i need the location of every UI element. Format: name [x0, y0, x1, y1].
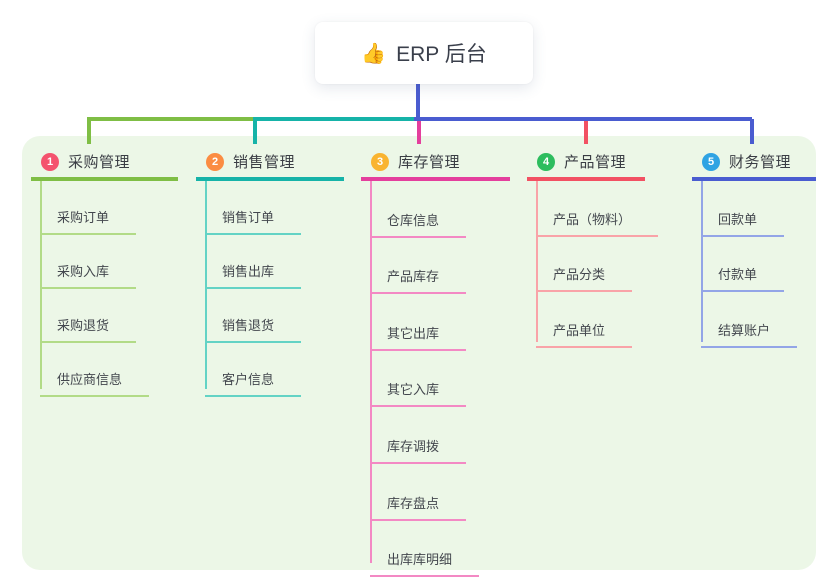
child-node[interactable]: 产品库存: [370, 238, 467, 295]
child-node-label: 供应商信息: [57, 372, 123, 387]
child-node[interactable]: 采购订单: [40, 181, 137, 235]
branches-panel-background: [22, 136, 816, 570]
child-node-label: 结算账户: [718, 322, 771, 338]
root-node-title: ERP 后台: [396, 43, 487, 66]
branch-number-badge: 4: [537, 152, 555, 171]
child-node[interactable]: 其它入库: [370, 351, 467, 408]
child-node[interactable]: 客户信息: [205, 343, 302, 397]
child-node[interactable]: 产品单位: [536, 292, 633, 348]
child-node-label: 出库库明细: [387, 552, 453, 568]
child-node[interactable]: 出库库明细: [370, 521, 480, 578]
child-node-label: 采购订单: [57, 210, 110, 225]
branch-label: 库存管理: [398, 154, 461, 171]
child-node-label: 产品分类: [553, 267, 606, 282]
child-node-label: 其它出库: [387, 325, 440, 341]
child-node-label: 仓库信息: [387, 212, 440, 228]
branch-label: 财务管理: [729, 154, 792, 171]
branch-label: 销售管理: [233, 154, 296, 171]
child-node-label: 产品单位: [553, 322, 606, 338]
child-node-label: 产品库存: [387, 269, 440, 285]
child-node[interactable]: 采购入库: [40, 235, 137, 289]
child-node-label: 销售出库: [222, 264, 275, 279]
branch-children: 采购订单采购入库采购退货供应商信息: [31, 181, 178, 397]
branch-children: 销售订单销售出库销售退货客户信息: [196, 181, 344, 397]
child-node[interactable]: 供应商信息: [40, 343, 150, 397]
bus-segment: [414, 117, 752, 121]
branch-drop-line: [584, 119, 588, 144]
child-node[interactable]: 付款单: [701, 237, 785, 292]
child-node[interactable]: 销售退货: [205, 289, 302, 343]
child-node-label: 库存盘点: [387, 495, 440, 511]
child-node-label: 库存调拨: [387, 438, 440, 454]
child-node[interactable]: 库存调拨: [370, 407, 467, 464]
branch-header-node[interactable]: 4 产品管理: [527, 146, 645, 181]
branch-children: 回款单付款单结算账户: [692, 181, 816, 348]
child-node[interactable]: 产品（物料）: [536, 181, 659, 237]
branch-column: 4 产品管理产品（物料） 产品分类产品单位: [527, 146, 659, 348]
branch-drop-line: [750, 119, 754, 144]
thumbs-up-icon: 👍: [361, 42, 387, 65]
children-connector-line: [536, 181, 538, 342]
branch-column: 1 采购管理采购订单采购入库采购退货供应商信息: [31, 146, 178, 397]
branch-header-node[interactable]: 3 库存管理: [361, 146, 510, 181]
branch-number-badge: 1: [41, 152, 59, 171]
children-connector-line: [701, 181, 703, 342]
child-node[interactable]: 库存盘点: [370, 464, 467, 521]
child-node[interactable]: 销售出库: [205, 235, 302, 289]
branch-label: 产品管理: [564, 154, 627, 171]
child-node-label: 客户信息: [222, 372, 275, 387]
child-node-label: 销售退货: [222, 318, 275, 333]
branch-header-node[interactable]: 1 采购管理: [31, 146, 178, 181]
branch-drop-line: [417, 119, 421, 144]
child-node[interactable]: 其它出库: [370, 294, 467, 351]
child-node[interactable]: 仓库信息: [370, 181, 467, 238]
child-node-label: 回款单: [718, 211, 758, 227]
root-connector-line: [416, 84, 420, 121]
children-connector-line: [370, 181, 372, 564]
child-node-label: 采购退货: [57, 318, 110, 333]
child-node-label: 销售订单: [222, 210, 275, 225]
child-node[interactable]: 采购退货: [40, 289, 137, 343]
child-node[interactable]: 产品分类: [536, 237, 633, 292]
child-node-label: 其它入库: [387, 382, 440, 398]
child-node[interactable]: 销售订单: [205, 181, 302, 235]
branch-number-badge: 5: [702, 152, 720, 171]
child-node-label: 产品（物料）: [553, 211, 632, 227]
child-node[interactable]: 结算账户: [701, 292, 798, 348]
mindmap-root-node[interactable]: 👍 ERP 后台: [315, 22, 533, 84]
child-node-label: 采购入库: [57, 264, 110, 279]
branch-drop-line: [87, 119, 91, 144]
children-connector-line: [205, 181, 207, 389]
child-node-label: 付款单: [718, 267, 758, 282]
branch-children: 仓库信息产品库存其它出库其它入库库存调拨库存盘点出库库明细: [361, 181, 510, 578]
branch-column: 5 财务管理回款单付款单结算账户: [692, 146, 816, 348]
branch-header-node[interactable]: 2 销售管理: [196, 146, 344, 181]
branch-number-badge: 3: [371, 152, 389, 171]
branch-column: 3 库存管理仓库信息产品库存其它出库其它入库库存调拨库存盘点出库库明细: [361, 146, 510, 578]
branch-drop-line: [253, 119, 257, 144]
branch-label: 采购管理: [68, 154, 131, 171]
branch-column: 2 销售管理销售订单销售出库销售退货客户信息: [196, 146, 344, 397]
branch-number-badge: 2: [206, 152, 224, 171]
child-node[interactable]: 回款单: [701, 181, 785, 237]
bus-segment: [253, 117, 419, 121]
bus-segment: [87, 117, 255, 121]
branch-header-node[interactable]: 5 财务管理: [692, 146, 816, 181]
children-connector-line: [40, 181, 42, 389]
branch-children: 产品（物料） 产品分类产品单位: [527, 181, 659, 348]
